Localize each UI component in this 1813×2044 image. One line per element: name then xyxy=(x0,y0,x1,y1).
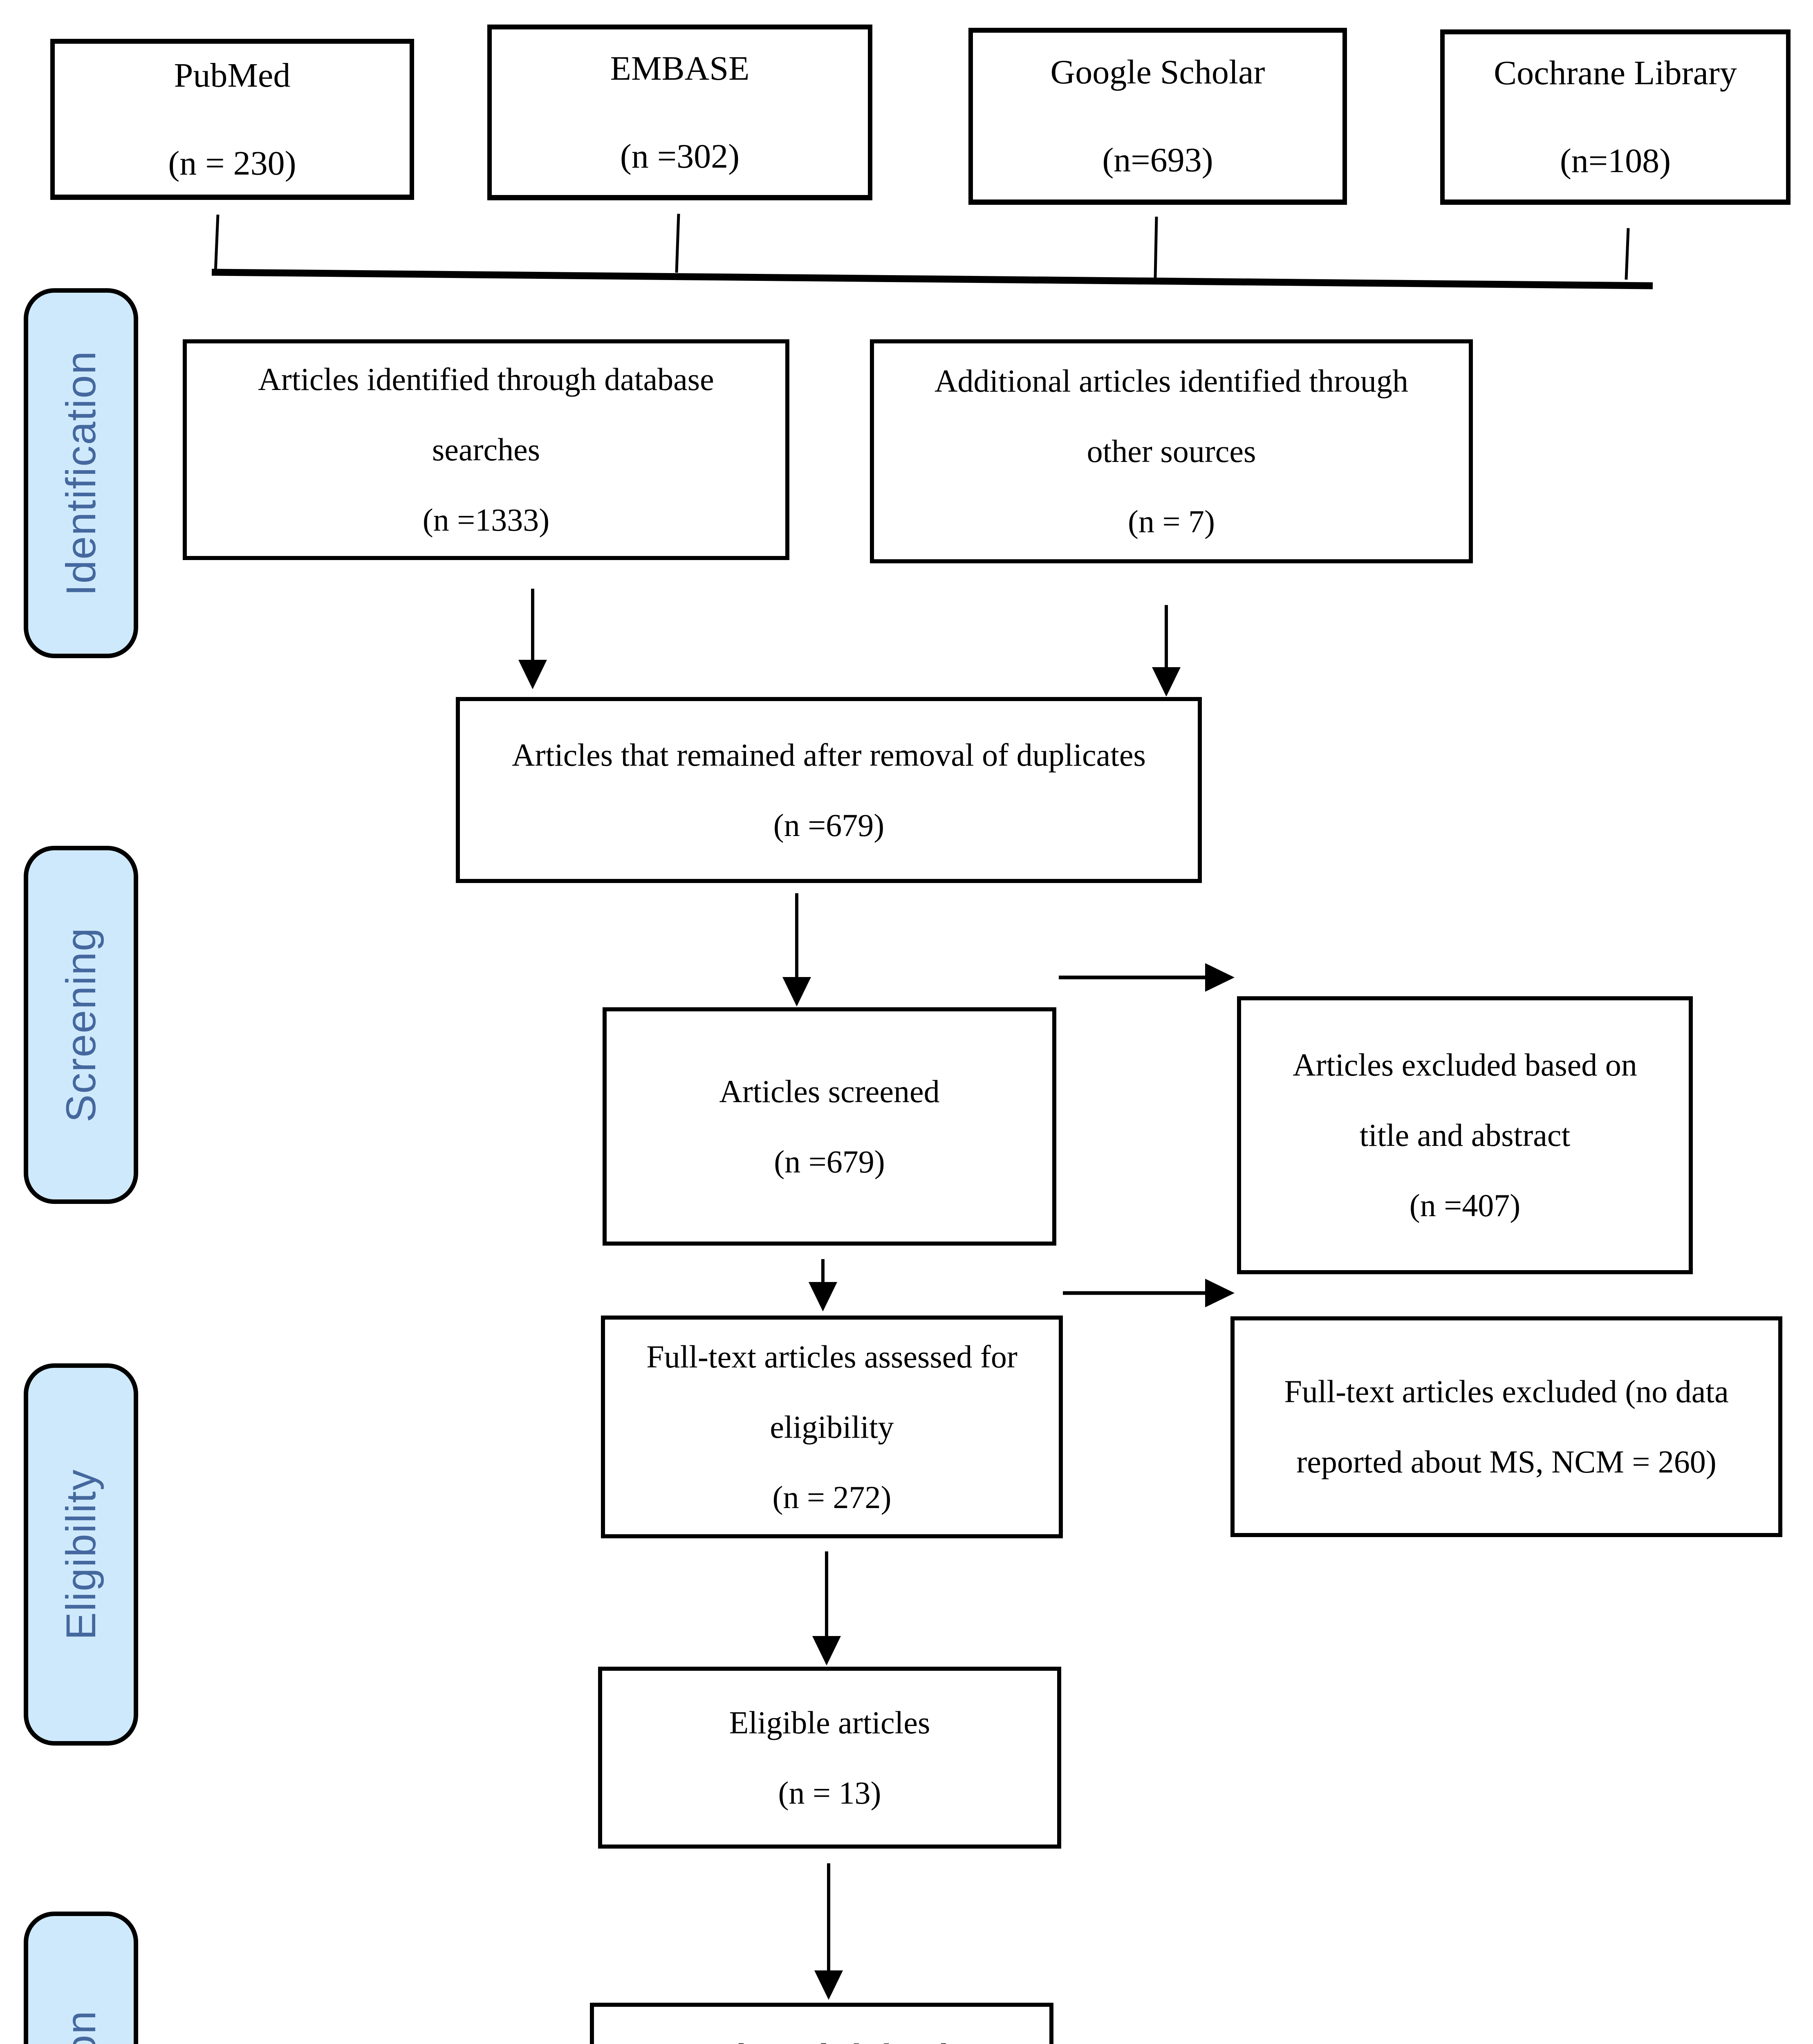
source-count: (n = 230) xyxy=(168,144,296,182)
stage-label-text: Screening xyxy=(57,927,104,1123)
box-text-line: Articles included in the xyxy=(672,2020,971,2044)
box-fulltext-assessed: Full-text articles assessed for eligibil… xyxy=(601,1316,1063,1538)
stage-label-eligibility: Eligibility xyxy=(24,1363,138,1746)
tick-cochrane xyxy=(1625,228,1630,280)
box-text-line: eligibility xyxy=(770,1409,894,1445)
box-text-line: searches xyxy=(432,432,540,467)
box-additional-sources: Additional articles identified through o… xyxy=(870,339,1473,563)
box-count: (n = 13) xyxy=(778,1775,881,1811)
source-box-google-scholar: Google Scholar (n=693) xyxy=(968,28,1347,205)
stage-label-text: Identification xyxy=(57,350,104,596)
source-box-cochrane-library: Cochrane Library (n=108) xyxy=(1440,29,1791,205)
box-deduplicated: Articles that remained after removal of … xyxy=(456,697,1202,883)
tick-embase xyxy=(675,213,680,273)
box-text-line: Articles screened xyxy=(719,1073,940,1109)
box-text-line: Articles identified through database xyxy=(258,361,714,397)
box-text-line: Eligible articles xyxy=(729,1704,930,1740)
box-text-line: Full-text articles assessed for xyxy=(646,1338,1017,1374)
source-box-embase: EMBASE (n =302) xyxy=(487,25,872,200)
box-text-line: title and abstract xyxy=(1359,1117,1571,1153)
tick-google-scholar xyxy=(1154,216,1158,278)
box-eligible: Eligible articles (n = 13) xyxy=(598,1667,1061,1849)
box-excluded-title-abstract: Articles excluded based on title and abs… xyxy=(1237,996,1693,1274)
box-text-line: Additional articles identified through xyxy=(935,363,1408,399)
box-identified-database: Articles identified through database sea… xyxy=(183,339,789,560)
box-count: (n = 272) xyxy=(772,1479,892,1515)
box-fulltext-excluded: Full-text articles excluded (no data rep… xyxy=(1230,1316,1782,1537)
source-box-pubmed: PubMed (n = 230) xyxy=(50,39,414,200)
arrow-screened-to-excluded-top xyxy=(1059,963,1235,992)
arrow-screened-to-excluded-bottom xyxy=(1063,1279,1235,1307)
box-count: (n =407) xyxy=(1409,1188,1521,1223)
box-screened: Articles screened (n =679) xyxy=(603,1007,1056,1246)
stage-label-identification: Identification xyxy=(24,288,138,658)
box-count: (n =679) xyxy=(773,807,885,843)
arrow-additional-to-deduplicated xyxy=(1152,605,1181,697)
arrow-fulltext-to-eligible xyxy=(812,1551,841,1665)
collector-line xyxy=(211,269,1653,289)
source-name: Cochrane Library xyxy=(1494,54,1737,92)
stage-label-screening: Screening xyxy=(24,846,138,1204)
box-text-line: Articles that remained after removal of … xyxy=(512,737,1146,773)
box-text-line: Full-text articles excluded (no data xyxy=(1284,1374,1729,1409)
source-name: EMBASE xyxy=(610,49,750,87)
arrow-screened-to-fulltext xyxy=(809,1259,837,1311)
box-text-line: reported about MS, NCM = 260) xyxy=(1296,1444,1717,1479)
box-count: (n = 7) xyxy=(1128,504,1215,539)
arrow-identified-to-deduplicated xyxy=(518,589,547,689)
stage-label-text: Eligibility xyxy=(57,1469,104,1640)
source-name: PubMed xyxy=(174,56,291,94)
box-text-line: other sources xyxy=(1087,433,1256,469)
box-text-line: Articles excluded based on xyxy=(1293,1047,1637,1083)
arrow-deduplicated-to-screened xyxy=(782,893,811,1006)
source-count: (n =302) xyxy=(620,137,740,175)
tick-pubmed xyxy=(214,214,220,273)
box-included: Articles included in the systematic revi… xyxy=(590,2003,1053,2044)
box-count: (n =679) xyxy=(774,1143,885,1179)
stage-label-inclusion: Inclusion xyxy=(24,1912,138,2044)
source-count: (n=693) xyxy=(1102,141,1213,179)
arrow-eligible-to-included xyxy=(814,1863,843,2000)
stage-label-text: Inclusion xyxy=(57,2010,105,2044)
source-count: (n=108) xyxy=(1560,142,1671,180)
source-name: Google Scholar xyxy=(1050,53,1265,91)
box-count: (n =1333) xyxy=(422,502,550,538)
